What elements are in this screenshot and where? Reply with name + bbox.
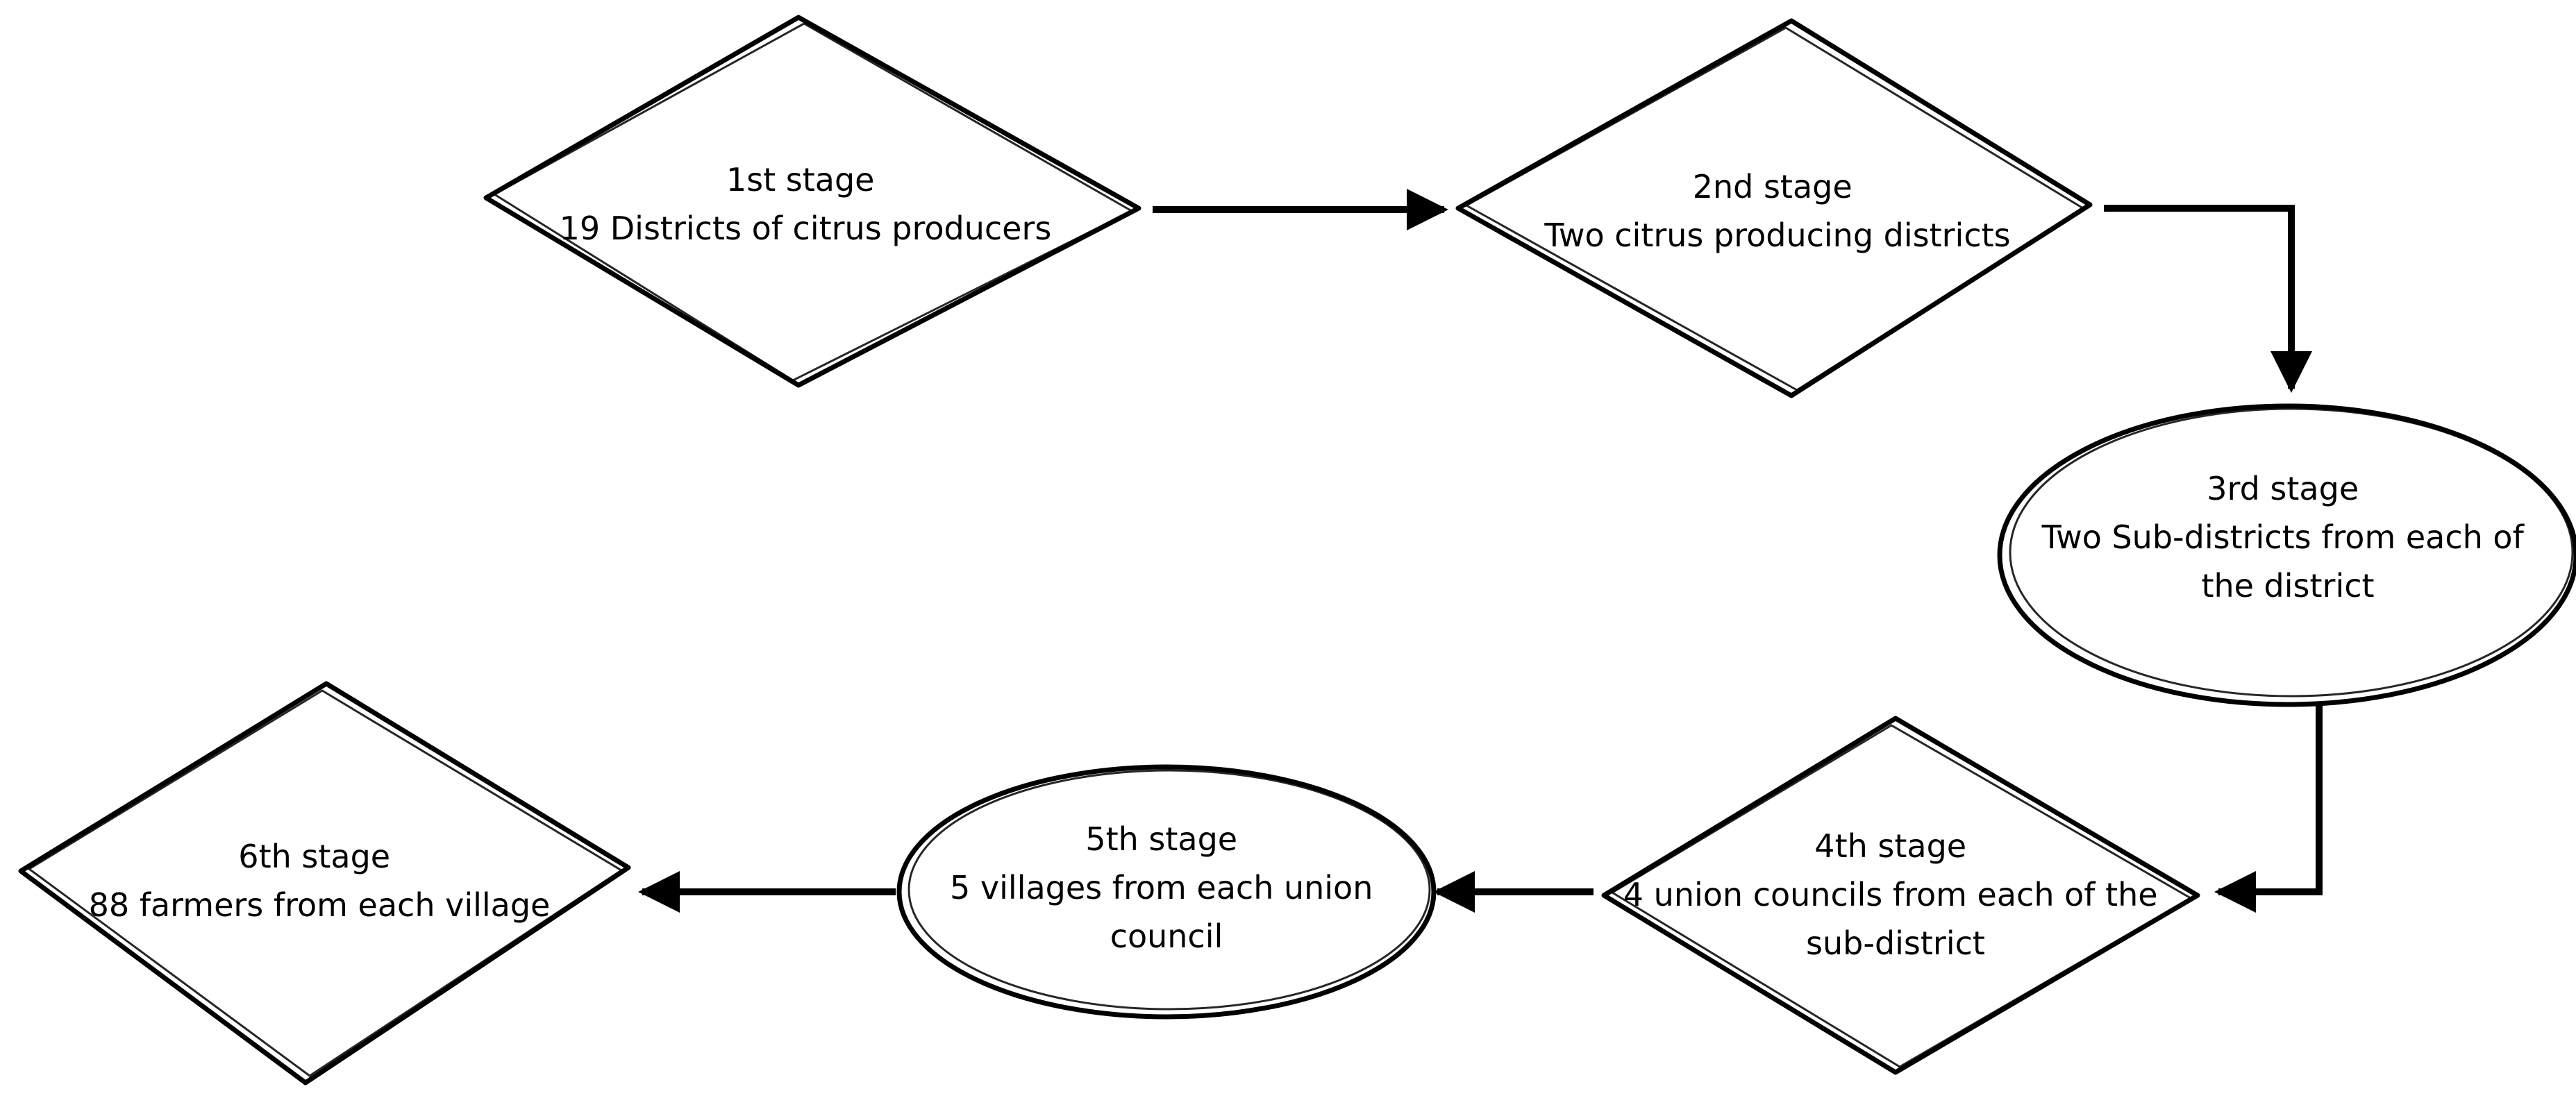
stage-6-label: 6th stage 88 farmers from each village [89, 838, 551, 924]
stage-5-line-3: council [1110, 918, 1223, 955]
stage-5-ellipse [896, 764, 1437, 1020]
stage-5-node[interactable]: 5th stage 5 villages from each union cou… [896, 764, 1437, 1020]
stage-6-outline-echo [28, 689, 623, 1077]
stage-3-ellipse [1997, 403, 2576, 707]
stage-6-node[interactable]: 6th stage 88 farmers from each village [18, 681, 631, 1086]
stage-5-outline-echo [908, 769, 1431, 1011]
stage-1-label: 1st stage 19 Districts of citrus produce… [560, 161, 1052, 247]
stage-1-diamond [483, 15, 1141, 388]
stage-5-line-1: 5th stage [1085, 820, 1237, 858]
stage-1-line-1: 1st stage [726, 161, 875, 199]
stage-5-line-2: 5 villages from each union [950, 869, 1373, 906]
stage-4-line-3: sub-district [1806, 924, 1985, 962]
stage-2-node[interactable]: 2nd stage Two citrus producing districts [1455, 18, 2093, 398]
connector-stage-3-to-stage-4 [2214, 666, 2323, 913]
stage-3-line-2: Two Sub-districts from each of [2041, 518, 2525, 556]
stage-1-line-2: 19 Districts of citrus producers [560, 210, 1052, 247]
stage-4-diamond [1601, 716, 2200, 1075]
stage-1-node[interactable]: 1st stage 19 Districts of citrus produce… [483, 15, 1141, 388]
stage-2-line-2: Two citrus producing districts [1544, 217, 2010, 254]
stage-1-outline-echo [493, 22, 1133, 382]
connectors-layer [638, 189, 2323, 913]
stage-2-outline-echo [1465, 26, 2084, 391]
stage-6-diamond [18, 681, 631, 1086]
stage-3-line-1: 3rd stage [2207, 470, 2359, 507]
stage-4-line-2: 4 union councils from each of the [1623, 876, 2158, 913]
stage-3-line-3: the district [2201, 567, 2374, 605]
stage-4-label: 4th stage 4 union councils from each of … [1623, 827, 2168, 962]
stage-3-node[interactable]: 3rd stage Two Sub-districts from each of… [1997, 403, 2576, 707]
stage-2-line-1: 2nd stage [1693, 168, 1852, 205]
connector-stage-2-to-stage-3 [2104, 205, 2312, 393]
stage-4-node[interactable]: 4th stage 4 union councils from each of … [1601, 716, 2200, 1075]
stage-4-outline-echo [1611, 724, 2192, 1068]
stage-5-label: 5th stage 5 villages from each union cou… [950, 820, 1383, 955]
stage-3-outline-echo [2009, 407, 2574, 698]
stage-6-line-2: 88 farmers from each village [89, 886, 551, 924]
stage-3-label: 3rd stage Two Sub-districts from each of… [2041, 470, 2534, 605]
stage-2-diamond [1455, 18, 2093, 398]
stage-2-label: 2nd stage Two citrus producing districts [1544, 168, 2010, 254]
stage-4-line-1: 4th stage [1814, 827, 1966, 865]
stage-6-line-1: 6th stage [238, 838, 390, 875]
